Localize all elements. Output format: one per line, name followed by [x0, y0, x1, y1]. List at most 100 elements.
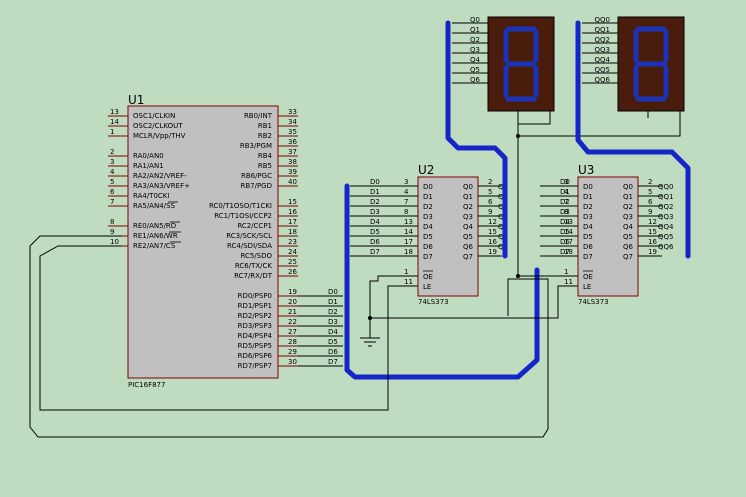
u1-part: PIC16F877 [128, 381, 165, 389]
latch-input-net: D6 [560, 238, 570, 246]
latch-pin-number: 12 [488, 218, 497, 226]
u1-pin-number: 28 [288, 338, 297, 346]
u1-pin-number: 36 [288, 138, 297, 146]
display-1-common-b [518, 111, 551, 125]
latch-input-net: D2 [370, 198, 380, 206]
latch-pin-number: 9 [648, 208, 652, 216]
u1-pin-number: 23 [288, 238, 297, 246]
latch-pin-number: 17 [404, 238, 413, 246]
u1-pin-number: 26 [288, 268, 297, 276]
u1-pin-number: 5 [110, 178, 114, 186]
latch-pin-label: Q2 [623, 203, 633, 211]
latch-pin-number: 8 [564, 208, 568, 216]
latch-pin-number: 19 [488, 248, 497, 256]
latch-pin-number: 1 [404, 268, 408, 276]
u1-pin-number: 10 [110, 238, 119, 246]
latch-input-net: D3 [370, 208, 380, 216]
u1-pin-number: 27 [288, 328, 297, 336]
segment-net-label: QQ2 [595, 36, 610, 44]
u1-pin-number: 19 [288, 288, 297, 296]
u1-pin-label: RB0/INT [244, 112, 273, 120]
u1-pin-number: 24 [288, 248, 297, 256]
u1-pin-number: 34 [288, 118, 297, 126]
latch-input-net: D3 [560, 208, 570, 216]
u1-right-pins: 33RB0/INT34RB135RB236RB3/PGM37RB438RB539… [209, 108, 298, 370]
latch-pin-label: Q3 [623, 213, 633, 221]
u1-pin-number: 3 [110, 158, 114, 166]
u1-pin-label: RE1/AN6/WR [133, 232, 178, 240]
u1-pin-number: 8 [110, 218, 114, 226]
latch-pin-number: 3 [404, 178, 408, 186]
u1-pin-number: 18 [288, 228, 297, 236]
latch-input-net: D5 [370, 228, 380, 236]
u1-pin-label: RD5/PSP5 [238, 342, 272, 350]
latch-pin-number: 14 [564, 228, 573, 236]
latch-pin-number: 11 [564, 278, 573, 286]
u1-pin-label: RD4/PSP4 [238, 332, 273, 340]
segment-net-label: Q6 [470, 76, 481, 84]
u1-pin-label: RC5/SDO [240, 252, 272, 260]
latch-pin-number: 4 [404, 188, 409, 196]
latch-pin-number: 2 [488, 178, 492, 186]
latch-output-net: QQ3 [658, 213, 673, 221]
u1-pin-number: 1 [110, 128, 114, 136]
latch-input-net: D4 [370, 218, 380, 226]
segment-net-label: Q1 [470, 26, 480, 34]
segment-net-label: QQ3 [595, 46, 610, 54]
u1-pin-label: RD0/PSP0 [238, 292, 272, 300]
latch-pin-number: 19 [648, 248, 657, 256]
segment-bus-q [445, 20, 508, 259]
latch-pin-label: OE [583, 273, 593, 281]
latch-pin-number: 7 [404, 198, 408, 206]
latch-pin-label: Q7 [623, 253, 633, 261]
u1-pin-label: RD1/PSP1 [238, 302, 272, 310]
latch-input-net: D1 [370, 188, 380, 196]
latch-pin-number: 13 [404, 218, 413, 226]
u1-pin-label: RB4 [258, 152, 273, 160]
latch-output-net: QQ0 [658, 183, 673, 191]
u2-part: 74LS373 [418, 298, 449, 306]
latch-pin-label: Q5 [463, 233, 473, 241]
u1-pin-label: RE0/AN5/RD [133, 222, 176, 230]
latch-output-net: QQ1 [658, 193, 673, 201]
u1-pin-number: 6 [110, 188, 115, 196]
latch-pin-number: 16 [488, 238, 497, 246]
latch-pin-label: D6 [423, 243, 433, 251]
latch-pin-label: LE [583, 283, 591, 291]
u1-pin-label: RB2 [258, 132, 272, 140]
u1-pin-label: RA1/AN1 [133, 162, 164, 170]
segment-net-label: QQ6 [595, 76, 611, 84]
latch-pin-label: Q6 [463, 243, 474, 251]
u1-pin-number: 40 [288, 178, 297, 186]
latch-pin-label: D5 [423, 233, 433, 241]
u1-pin-number: 30 [288, 358, 297, 366]
u1-pin-label: RB6/PGC [241, 172, 272, 180]
u1-pin-label: RC7/RX/DT [234, 272, 273, 280]
latch-output-net: QQ4 [658, 223, 674, 231]
latch-pin-number: 12 [648, 218, 657, 226]
u3-ref: U3 [578, 163, 594, 177]
segment-net-label: QQ1 [595, 26, 610, 34]
latch-pin-label: OE [423, 273, 433, 281]
latch-pin-number: 11 [404, 278, 413, 286]
u1-pin-label: RD2/PSP2 [238, 312, 272, 320]
latch-pin-label: D0 [583, 183, 593, 191]
u1-pin-label: RB1 [258, 122, 272, 130]
latch-pin-label: D1 [583, 193, 593, 201]
latch-pin-label: D1 [423, 193, 433, 201]
latch-pin-label: D5 [583, 233, 593, 241]
latch-input-net: D0 [370, 178, 380, 186]
latch-pin-number: 4 [564, 188, 569, 196]
segment-net-label: QQ5 [595, 66, 610, 74]
u1-pin-label: RA5/AN4/SS [133, 202, 175, 210]
latch-input-net: D6 [370, 238, 380, 246]
latch-pin-number: 5 [488, 188, 492, 196]
u1-pin-number: 25 [288, 258, 297, 266]
u3-latch[interactable]: U3 74LS373 D03D0D14D1D27D2D38D3D413D4D51… [540, 163, 674, 306]
